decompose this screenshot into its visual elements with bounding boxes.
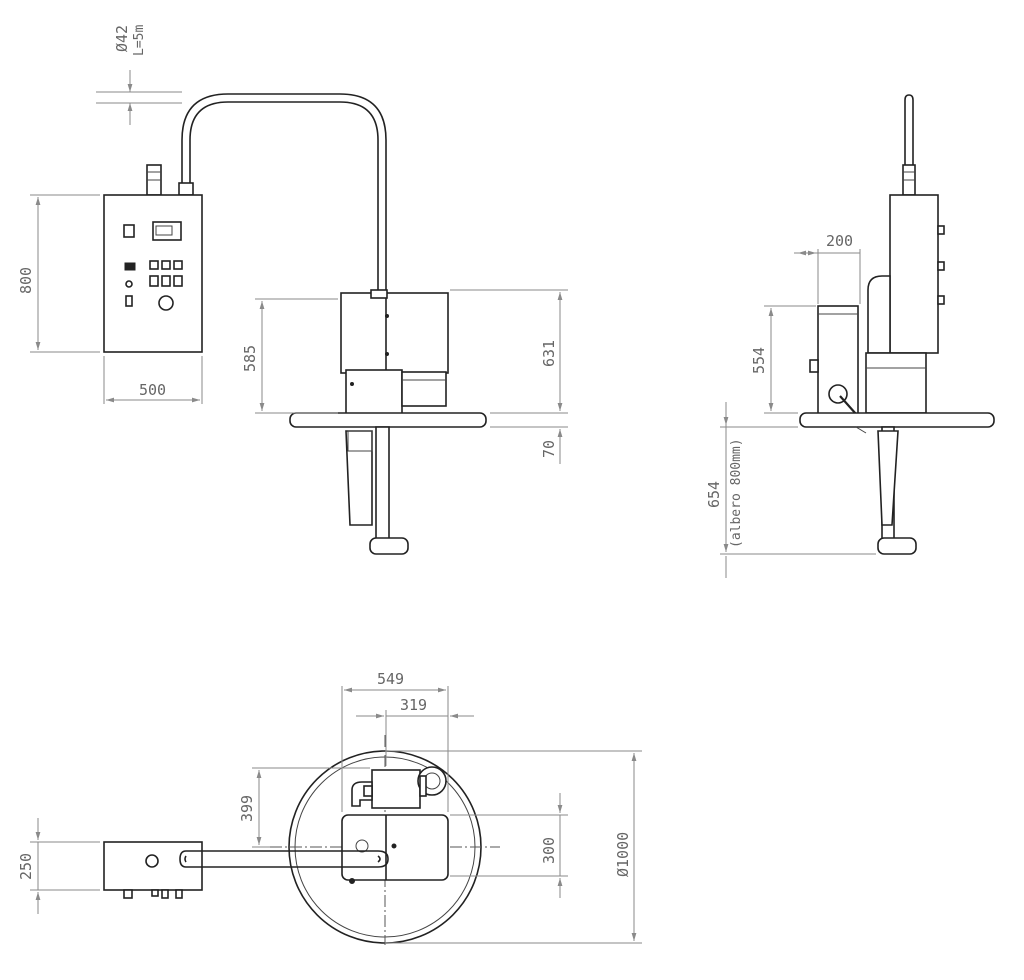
top-motor-unit [371,769,421,809]
column [375,426,390,540]
dim-column-height: 654 [705,481,723,508]
side-view [720,94,995,578]
dim-top-offset: 319 [400,696,427,714]
panel-buttons [149,260,183,287]
discharge-chute [345,430,373,526]
dim-hose-diameter: Ø42 [113,25,131,52]
table-top [289,412,487,428]
control-panel [103,194,203,353]
dim-column-note: (albero 800mm) [729,438,744,548]
main-switch-icon [123,224,135,238]
front-view [30,70,568,555]
emergency-stop-icon [158,295,174,311]
hose [181,93,387,290]
dim-side-height: 554 [750,347,768,374]
top-hose [179,850,389,868]
dim-panel-width: 500 [139,381,166,399]
top-view [30,686,642,945]
dim-table-offset: 70 [540,440,558,458]
dim-machine-depth: 300 [540,837,558,864]
side-table-top [799,412,995,428]
machine-body [340,292,449,374]
dim-machine-total-height: 631 [540,340,558,367]
dim-hose-length: L=5m [132,25,147,56]
dim-machine-height: 585 [241,345,259,372]
dim-table-diameter: Ø1000 [614,832,632,877]
dim-panel-height: 800 [17,267,35,294]
dim-panel-depth: 250 [17,853,35,880]
dim-side-depth: 200 [826,232,853,250]
dim-top-width: 549 [377,670,404,688]
base-foot [369,537,409,555]
side-panel [889,194,939,354]
display-icon [152,221,182,241]
dim-top-depth: 399 [238,795,256,822]
